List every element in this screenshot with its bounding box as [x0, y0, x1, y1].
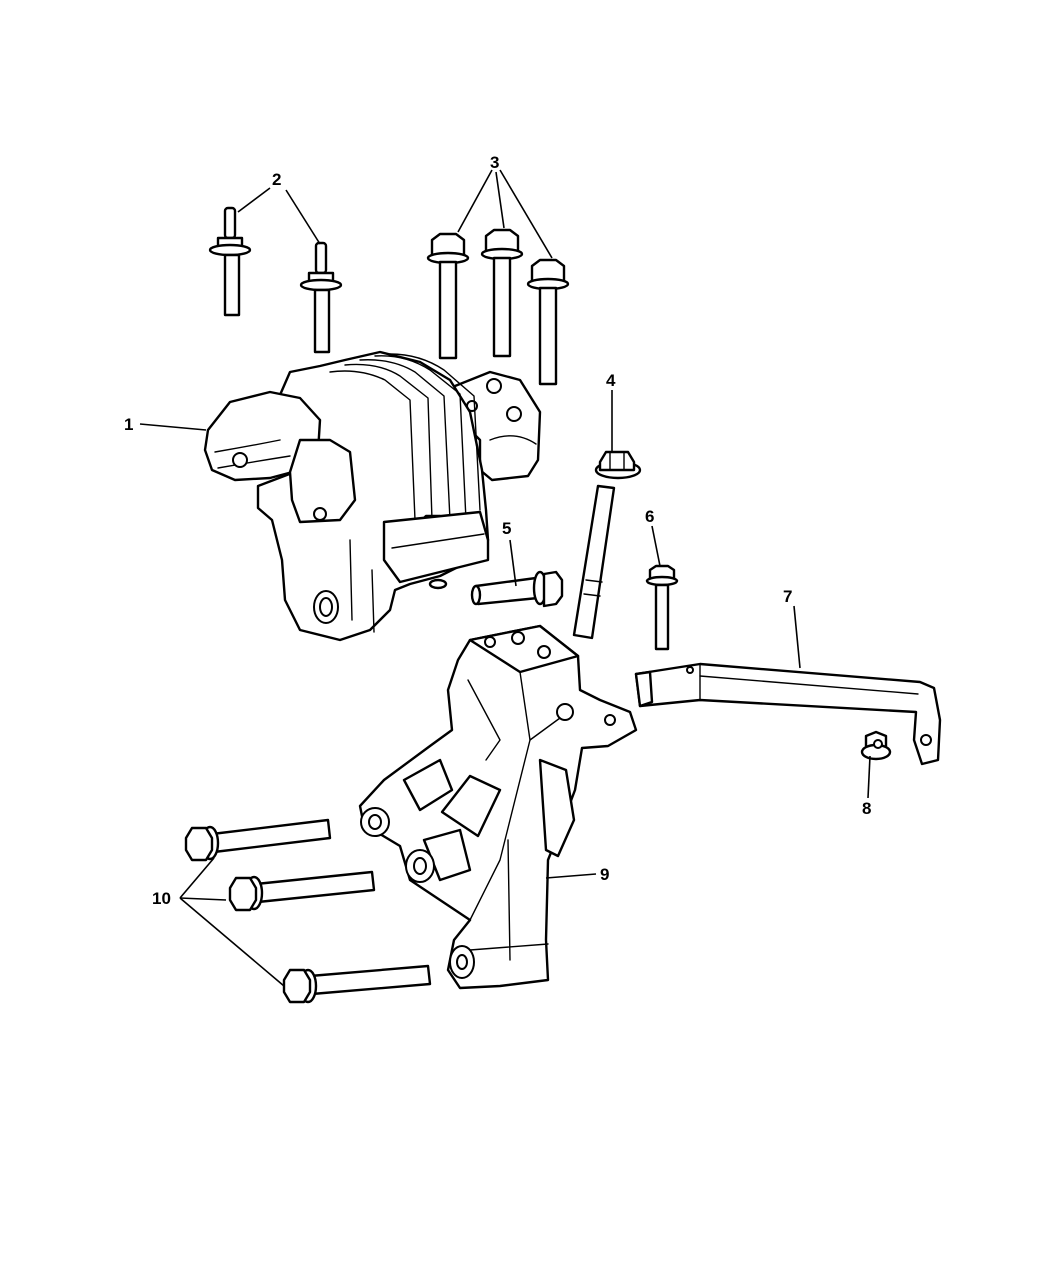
- hex-bolt-part-10c: [282, 964, 432, 1004]
- stud-bolt-part-2a: [208, 206, 252, 317]
- callout-5: 5: [502, 519, 511, 538]
- bracket-arm-part-7: [634, 662, 942, 766]
- callout-8: 8: [862, 799, 871, 818]
- callout-4: 4: [606, 371, 616, 390]
- long-bolt-part-4: [572, 450, 642, 640]
- hex-bolt-part-3a: [426, 232, 470, 360]
- mount-bracket-part-9: [358, 624, 638, 990]
- engine-mount-part-1: [203, 350, 542, 642]
- callout-10: 10: [152, 889, 171, 908]
- hex-bolt-part-3b: [480, 228, 524, 358]
- callout-3: 3: [490, 153, 499, 172]
- bolt-part-6: [645, 564, 679, 651]
- stud-bolt-part-2b: [299, 241, 343, 354]
- hex-bolt-part-10b: [228, 870, 376, 912]
- callout-2: 2: [272, 170, 281, 189]
- callout-9: 9: [600, 865, 609, 884]
- flange-nut-part-8: [860, 730, 892, 761]
- callout-1: 1: [124, 415, 133, 434]
- short-bolt-part-5: [470, 570, 564, 608]
- callout-6: 6: [645, 507, 654, 526]
- hex-bolt-part-3c: [526, 258, 570, 386]
- leader-lines: [139, 169, 871, 987]
- callout-7: 7: [783, 587, 792, 606]
- hex-bolt-part-10a: [184, 818, 332, 862]
